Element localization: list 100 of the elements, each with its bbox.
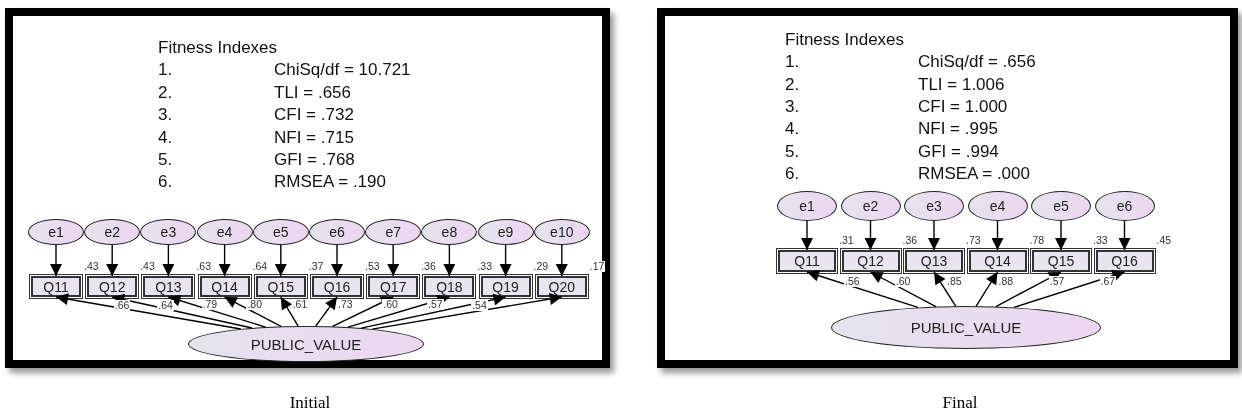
observed-variable-box: Q16 [312,276,362,297]
squared-correlation-label: .33 [476,261,493,272]
squared-correlation-label: .43 [83,261,100,272]
arrow [280,296,299,327]
error-term-ellipse: e4 [967,191,1028,221]
error-term-ellipse: e2 [84,219,141,245]
diagram-panel [5,8,610,368]
arrow [801,220,813,251]
arrow [218,244,231,277]
list-number: 1. [785,52,800,73]
fit-index-value: RMSEA = .000 [918,163,1030,184]
list-number: 2. [785,74,800,95]
observed-variable-box: Q18 [424,276,475,297]
edge-label: .88 [997,275,1015,287]
list-number: 3. [158,105,173,126]
arrow [111,293,253,329]
arrow [331,296,394,328]
error-term-ellipse: e3 [140,219,197,245]
arrow [387,244,400,277]
arrow [869,271,937,308]
arrow [347,294,451,328]
fit-index-value: GFI = .994 [918,141,999,162]
edge-label: .54 [471,299,488,311]
fit-index-value: TLI = .656 [274,82,352,103]
list-number: 5. [158,150,173,170]
observed-variable-box: Q13 [905,250,963,272]
squared-correlation-label: .36 [420,261,437,272]
latent-variable-ellipse: PUBLIC_VALUE [188,326,424,362]
arrow [555,244,568,277]
arrow [314,296,338,327]
fit-index-value: NFI = .715 [274,127,354,148]
arrow [995,271,1062,308]
edge-label: .67 [1099,275,1117,287]
squared-correlation-label: .45 [1155,235,1173,246]
error-term-ellipse: e7 [365,219,422,245]
list-number: 2. [158,82,173,103]
list-number: 4. [785,119,800,140]
observed-variable-box: Q12 [87,276,138,297]
error-term-ellipse: e9 [477,219,534,245]
observed-variable-box: Q19 [480,276,531,297]
error-term-ellipse: e5 [1031,191,1091,221]
observed-variable-box: Q17 [368,276,419,297]
edge-label: .64 [157,299,174,311]
fit-index-value: NFI = .995 [918,119,998,140]
arrow [55,293,242,330]
edge-label: .73 [337,299,354,311]
squared-correlation-label: .17 [588,261,606,272]
edge-label: .85 [946,275,963,287]
arrow [443,244,456,277]
fit-index-value: ChiSq/df = 10.721 [274,60,411,81]
arrow [167,294,267,328]
arrow [928,220,940,251]
edge-label: .66 [113,299,131,311]
squared-correlation-label: .43 [139,261,156,272]
squared-correlation-label: .78 [1028,235,1046,246]
observed-variable-box: Q14 [968,250,1027,272]
arrow [1118,220,1131,251]
panel-caption: Initial [289,393,331,413]
error-term-ellipse: e6 [309,219,365,245]
edge-label: .57 [427,299,444,311]
observed-variable-box: Q20 [536,276,587,297]
error-term-ellipse: e4 [196,219,253,245]
observed-variable-box: Q15 [1032,250,1090,272]
observed-variable-box: Q13 [143,276,194,297]
arrow [162,244,175,277]
squared-correlation-label: .64 [251,261,269,272]
error-term-ellipse: e1 [777,191,837,221]
arrow [1055,220,1067,251]
error-term-ellipse: e1 [28,219,84,245]
edge-label: .60 [894,275,912,287]
error-term-ellipse: e2 [840,191,901,221]
fit-index-value: GFI = .768 [274,150,355,170]
error-term-ellipse: e3 [904,191,964,221]
diagram-panel [657,8,1238,368]
squared-correlation-label: .31 [838,235,855,246]
arrow [1013,269,1126,309]
error-term-ellipse: e8 [421,219,478,245]
list-number: 5. [785,141,800,162]
panel-caption: Final [942,393,978,413]
arrow [50,244,62,277]
arrow [991,220,1004,251]
edge-label: .79 [201,299,219,311]
list-number: 4. [158,127,173,148]
arrow [223,296,282,328]
observed-variable-box: Q15 [255,276,306,297]
arrow [274,244,287,277]
edge-label: .60 [382,299,399,311]
squared-correlation-label: .36 [901,235,919,246]
edge-label: .56 [844,275,861,287]
arrow [806,269,919,309]
arrow [360,293,507,329]
fit-index-value: TLI = 1.006 [918,74,1005,95]
error-term-ellipse: e10 [533,219,590,245]
list-number: 3. [785,96,800,117]
arrow [331,244,343,277]
observed-variable-box: Q11 [31,276,81,297]
squared-correlation-label: .63 [195,261,212,272]
list-number: 1. [158,60,173,81]
observed-variable-box: Q12 [841,250,900,272]
heading: Fitness Indexes [158,38,278,58]
